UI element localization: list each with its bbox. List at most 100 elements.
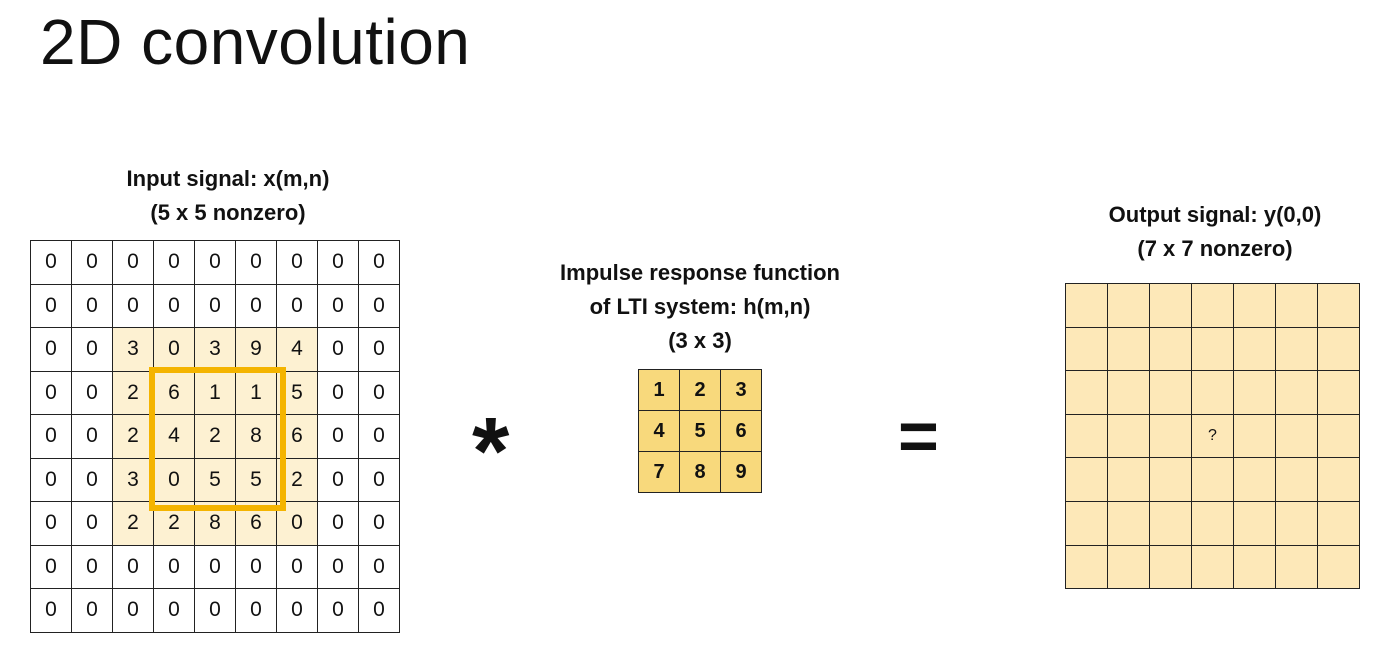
input-cell: 4 xyxy=(153,414,195,459)
output-cell xyxy=(1107,283,1150,328)
kernel-cell: 5 xyxy=(679,410,721,452)
output-cell xyxy=(1149,326,1192,372)
input-cell: 0 xyxy=(71,283,113,328)
input-cell: 0 xyxy=(71,327,113,372)
output-cell xyxy=(1065,544,1108,590)
output-signal-grid: ? xyxy=(1065,283,1360,590)
input-cell: 0 xyxy=(235,283,277,328)
input-cell: 0 xyxy=(30,283,72,328)
input-cell: 0 xyxy=(153,544,195,589)
input-caption-line2: (5 x 5 nonzero) xyxy=(150,200,306,225)
input-cell: 2 xyxy=(112,370,154,415)
input-cell: 0 xyxy=(30,544,72,589)
input-cell: 0 xyxy=(153,327,195,372)
impulse-caption: Impulse response function of LTI system:… xyxy=(500,256,900,358)
output-cell xyxy=(1275,326,1318,372)
output-cell-row: ? xyxy=(1065,413,1360,459)
output-cell xyxy=(1275,544,1318,590)
output-cell xyxy=(1149,413,1192,459)
output-cell xyxy=(1107,413,1150,459)
output-cell xyxy=(1233,500,1276,546)
output-cell-row xyxy=(1065,326,1360,372)
output-cell xyxy=(1149,370,1192,415)
input-cell: 1 xyxy=(194,370,236,415)
kernel-cell: 4 xyxy=(638,410,680,452)
slide-title: 2D convolution xyxy=(40,6,471,78)
output-caption-line2: (7 x 7 nonzero) xyxy=(1137,236,1293,261)
input-cell: 5 xyxy=(194,457,236,502)
input-cell: 0 xyxy=(153,283,195,328)
convolution-operator: * xyxy=(472,398,510,505)
input-cell: 2 xyxy=(112,414,154,459)
equals-operator: = xyxy=(898,397,939,475)
input-cell: 0 xyxy=(317,414,359,459)
output-cell xyxy=(1191,370,1234,415)
input-cell: 0 xyxy=(317,588,359,633)
input-cell: 2 xyxy=(112,501,154,546)
output-cell-row xyxy=(1065,370,1360,415)
input-cell: 0 xyxy=(71,501,113,546)
input-cell: 0 xyxy=(194,588,236,633)
input-cell: 0 xyxy=(30,588,72,633)
kernel-cell: 7 xyxy=(638,451,680,493)
input-cell: 0 xyxy=(276,588,318,633)
output-caption-line1: Output signal: y(0,0) xyxy=(1108,202,1322,227)
kernel-cell: 9 xyxy=(720,451,762,493)
input-cell: 0 xyxy=(276,501,318,546)
output-cell xyxy=(1191,500,1234,546)
input-cell: 0 xyxy=(153,457,195,502)
input-cell: 0 xyxy=(194,283,236,328)
output-cell xyxy=(1233,370,1276,415)
kernel-cell: 3 xyxy=(720,369,762,411)
input-cell: 5 xyxy=(276,370,318,415)
input-cell: 0 xyxy=(30,327,72,372)
output-cell xyxy=(1317,457,1360,502)
input-cell: 0 xyxy=(317,283,359,328)
input-cell: 0 xyxy=(317,370,359,415)
kernel-cell: 8 xyxy=(679,451,721,493)
input-cell: 0 xyxy=(112,588,154,633)
input-cell: 0 xyxy=(358,370,400,415)
input-cell: 5 xyxy=(235,457,277,502)
output-cell xyxy=(1149,500,1192,546)
output-cell xyxy=(1107,544,1150,590)
output-cell xyxy=(1149,544,1192,590)
kernel-cell: 6 xyxy=(720,410,762,452)
input-cell: 0 xyxy=(317,240,359,285)
output-cell xyxy=(1233,544,1276,590)
output-cell xyxy=(1275,370,1318,415)
output-cell xyxy=(1065,370,1108,415)
input-cell: 0 xyxy=(112,240,154,285)
output-cell xyxy=(1233,283,1276,328)
input-cell: 8 xyxy=(194,501,236,546)
output-cell xyxy=(1065,413,1108,459)
input-cell: 0 xyxy=(358,283,400,328)
output-cell xyxy=(1275,413,1318,459)
output-cell-row xyxy=(1065,457,1360,502)
input-cell: 3 xyxy=(112,457,154,502)
input-cell: 6 xyxy=(153,370,195,415)
input-cell: 3 xyxy=(194,327,236,372)
input-cell: 0 xyxy=(358,240,400,285)
input-cell: 8 xyxy=(235,414,277,459)
input-cell: 0 xyxy=(358,501,400,546)
input-cell: 0 xyxy=(317,457,359,502)
output-cell xyxy=(1065,500,1108,546)
output-cell xyxy=(1317,283,1360,328)
input-cell: 2 xyxy=(194,414,236,459)
input-cell: 0 xyxy=(235,544,277,589)
input-cell: 0 xyxy=(194,544,236,589)
input-cell: 3 xyxy=(112,327,154,372)
output-cell xyxy=(1317,413,1360,459)
impulse-caption-line2: of LTI system: h(m,n) xyxy=(589,294,811,319)
input-cell: 0 xyxy=(358,327,400,372)
